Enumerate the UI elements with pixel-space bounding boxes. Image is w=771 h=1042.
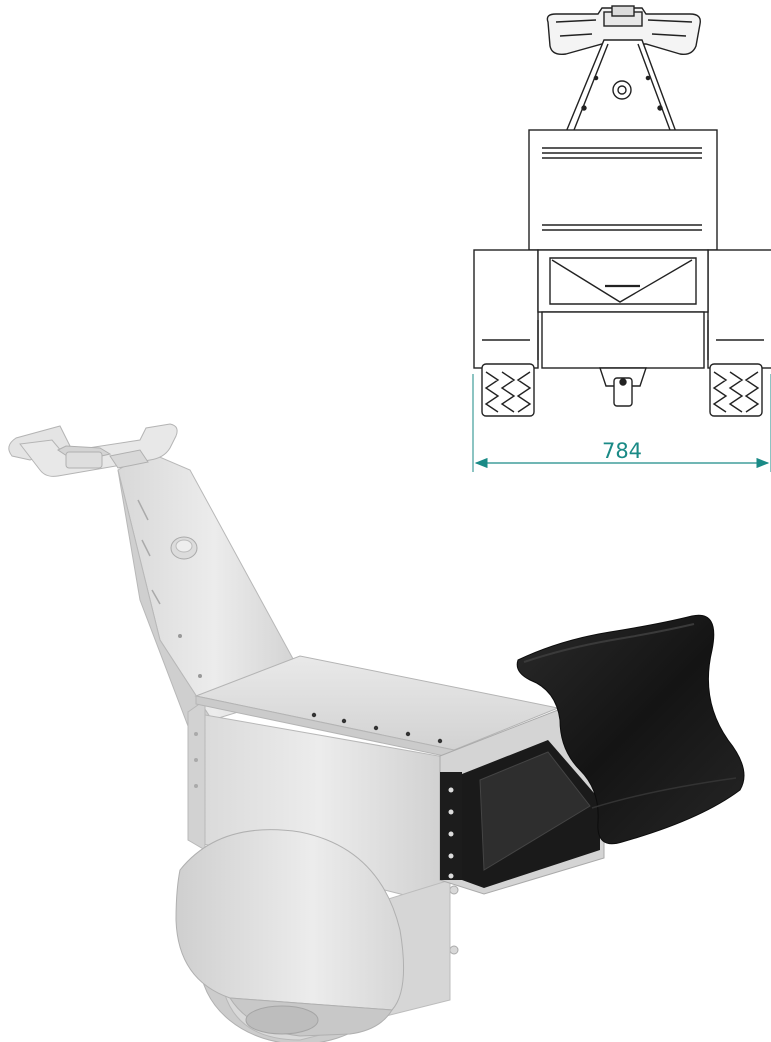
isometric-render bbox=[8, 423, 745, 1042]
top-view-chassis bbox=[473, 249, 771, 369]
top-view-tiller bbox=[564, 39, 678, 133]
top-view-caster bbox=[599, 367, 647, 407]
dimension-value: 784 bbox=[602, 439, 642, 463]
render-handle bbox=[8, 423, 178, 477]
render-drive-wheel bbox=[175, 829, 405, 1042]
top-view-left-tire bbox=[481, 363, 535, 417]
top-view-drawing bbox=[473, 5, 771, 417]
width-dimension: 784 bbox=[472, 374, 771, 472]
top-view-right-tire bbox=[709, 363, 763, 417]
top-view-handle bbox=[546, 5, 701, 56]
render-bumper bbox=[516, 614, 745, 845]
top-view-lid bbox=[528, 129, 718, 251]
render-front-plate bbox=[439, 709, 605, 895]
